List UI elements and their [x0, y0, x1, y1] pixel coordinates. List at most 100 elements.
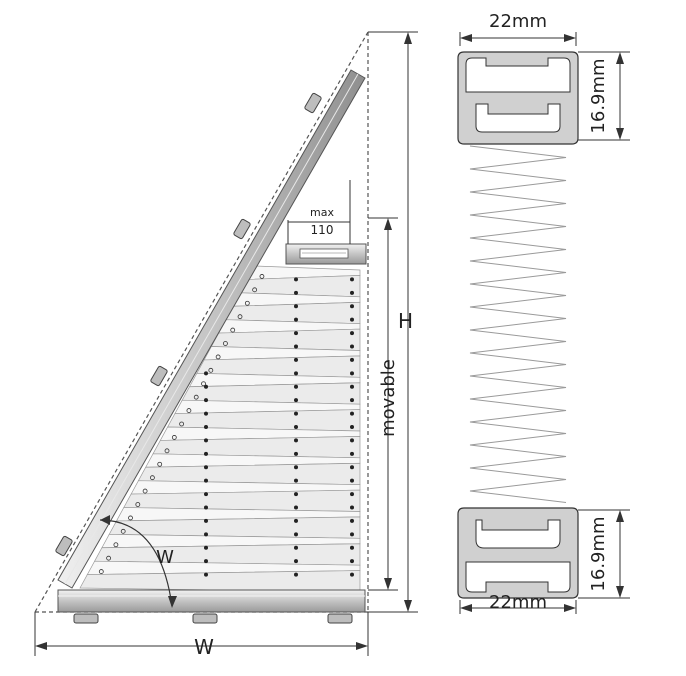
max-value: 110	[311, 223, 334, 237]
cord-hole	[350, 304, 354, 309]
bracket	[233, 218, 251, 240]
bottom-profile: 16.9mm 22mm	[457, 507, 630, 614]
cord-hole	[294, 545, 298, 550]
cord-hole	[204, 478, 208, 483]
cord-hole	[128, 515, 133, 521]
max-label: max	[310, 206, 334, 219]
cord-hole	[252, 287, 258, 293]
cord-hole	[201, 381, 206, 387]
cord-hole	[350, 398, 354, 403]
bottom-profile-width-label: 22mm	[489, 592, 547, 613]
cord-hole	[186, 408, 192, 413]
pleated-fabric	[79, 265, 361, 593]
cord-hole	[350, 317, 354, 322]
cord-hole	[204, 492, 208, 497]
diagonal-rail-brackets	[55, 92, 322, 557]
cord-hole	[294, 290, 298, 295]
cord-hole	[294, 478, 298, 483]
cord-hole	[294, 344, 298, 349]
bracket	[327, 613, 353, 624]
window-outline	[34, 31, 369, 613]
width-label: W	[194, 635, 214, 659]
cord-hole	[350, 505, 354, 510]
pleat-zigzag	[469, 145, 567, 503]
cord-hole	[120, 528, 126, 534]
cord-hole	[350, 572, 354, 577]
height-label: H	[398, 309, 413, 333]
bracket	[55, 535, 73, 557]
cord-hole	[106, 555, 112, 561]
cord-hole	[350, 344, 354, 349]
cord-hole	[294, 317, 298, 322]
cord-hole	[244, 300, 250, 306]
cord-hole	[135, 502, 141, 507]
cord-hole	[350, 438, 354, 443]
cord-hole	[294, 559, 298, 564]
cord-hole	[204, 545, 208, 550]
cord-hole	[294, 331, 298, 336]
cord-hole	[350, 357, 354, 362]
bottom-rail	[57, 589, 366, 613]
cord-hole	[350, 518, 354, 523]
cord-hole	[350, 478, 354, 483]
angle-indicator: W	[99, 515, 177, 608]
movable-label: movable	[378, 359, 399, 437]
bracket	[150, 365, 168, 387]
cord-hole	[350, 451, 354, 456]
cord-hole	[350, 465, 354, 470]
bracket	[192, 613, 218, 624]
pleat	[79, 570, 361, 593]
cord-hole	[294, 492, 298, 497]
cord-hole	[350, 545, 354, 550]
cord-hole	[204, 384, 208, 389]
cord-hole	[294, 304, 298, 309]
cord-hole	[294, 398, 298, 403]
angle-label: W	[156, 547, 174, 568]
width-dimension: W	[34, 612, 369, 659]
cord-hole	[193, 394, 199, 400]
cord-hole	[157, 461, 163, 467]
cord-hole	[204, 425, 208, 429]
cord-hole	[204, 572, 208, 577]
cord-hole	[204, 505, 208, 510]
cord-hole	[208, 367, 214, 373]
cord-hole	[350, 277, 354, 282]
cord-hole	[294, 277, 298, 282]
cord-hole	[215, 354, 221, 360]
cord-hole	[294, 411, 298, 416]
cord-hole	[294, 371, 298, 376]
cord-hole	[294, 451, 298, 456]
cord-hole	[204, 451, 208, 456]
cord-hole	[350, 532, 354, 537]
cord-hole	[294, 518, 298, 523]
cord-hole	[223, 341, 228, 346]
bracket	[304, 92, 322, 114]
cord-hole	[294, 425, 298, 429]
cord-hole	[294, 572, 298, 577]
cord-hole	[294, 438, 298, 443]
cord-hole	[204, 398, 208, 403]
cord-hole	[171, 435, 177, 440]
cord-hole	[204, 411, 208, 416]
bottom-rail-brackets	[73, 613, 353, 624]
cord-hole	[204, 465, 208, 470]
cord-hole	[350, 290, 354, 295]
cord-hole	[237, 314, 243, 320]
cord-hole	[113, 542, 119, 548]
top-profile: 22mm 16.9mm	[457, 11, 630, 145]
cord-hole	[230, 327, 236, 333]
cord-hole	[294, 505, 298, 510]
cord-hole	[164, 448, 170, 454]
cord-hole	[204, 532, 208, 537]
cord-hole	[294, 465, 298, 470]
cord-hole	[294, 357, 298, 362]
cord-hole	[350, 559, 354, 564]
cord-hole	[294, 532, 298, 537]
max-dimension: max 110	[287, 180, 351, 244]
cord-hole	[350, 371, 354, 376]
cord-hole	[179, 421, 185, 427]
cord-hole	[204, 371, 208, 376]
diagonal-rail	[57, 69, 366, 589]
cord-hole	[350, 331, 354, 336]
